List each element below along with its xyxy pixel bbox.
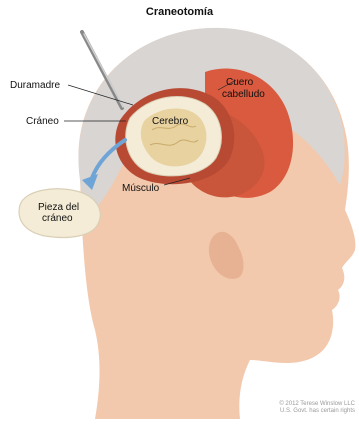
label-musculo: Músculo	[122, 183, 159, 194]
copyright-credit: © 2012 Terese Winslow LLC U.S. Govt. has…	[279, 401, 355, 415]
label-cabelludo: cabelludo	[222, 89, 265, 100]
credit-line2: U.S. Govt. has certain rights	[279, 408, 355, 415]
label-cuero: Cuero	[226, 77, 253, 88]
diagram-title: Craneotomía	[0, 6, 359, 18]
label-duramadre: Duramadre	[10, 80, 60, 91]
label-craneo: Cráneo	[26, 116, 59, 127]
label-pieza-line2: cráneo	[42, 213, 73, 224]
label-cerebro: Cerebro	[152, 116, 188, 127]
label-pieza-line1: Pieza del	[38, 202, 79, 213]
credit-line1: © 2012 Terese Winslow LLC	[279, 401, 355, 408]
